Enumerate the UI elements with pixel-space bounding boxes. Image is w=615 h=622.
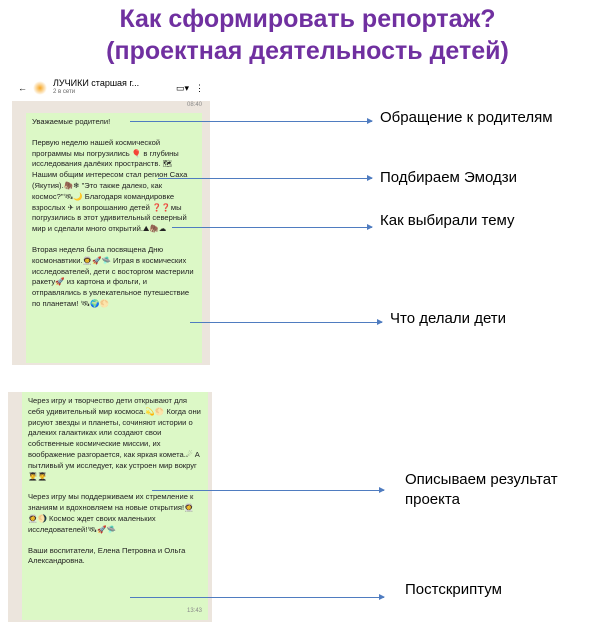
more-vertical-icon[interactable]: ⋮	[195, 82, 204, 93]
chat-screenshot-2: Через игру и творчество дети открывают д…	[8, 392, 212, 622]
arrow-connector	[152, 487, 385, 493]
arrow-connector	[158, 175, 373, 181]
video-camera-icon[interactable]: ▭▾	[175, 82, 189, 93]
page-subtitle: (проектная деятельность детей)	[106, 37, 509, 65]
message-time: 08:40	[186, 102, 202, 108]
message-paragraph: Через игру и творчество дети открывают д…	[28, 396, 201, 481]
arrow-connector	[130, 594, 385, 600]
message-paragraph: Ваши воспитатели, Елена Петровна и Ольга…	[28, 545, 186, 566]
message-bubble-1: Уважаемые родители! Первую неделю нашей …	[26, 113, 202, 363]
chat-status: 2 в сети	[53, 89, 76, 95]
annotation-label: Подбираем Эмодзи	[380, 169, 517, 186]
chat-header: ← ЛУЧИКИ старшая г...2 в сети ▭▾ ⋮	[12, 75, 210, 101]
chat-screenshot-1: ← ЛУЧИКИ старшая г...2 в сети ▭▾ ⋮ 08:40…	[12, 75, 210, 365]
annotation-label: Как выбирали тему	[380, 212, 515, 229]
annotation-label: Описываем результат проекта	[405, 471, 558, 508]
back-arrow-icon[interactable]: ←	[18, 83, 27, 93]
annotation-label: Что делали дети	[390, 310, 507, 327]
message-paragraph: Через игру мы поддерживаем их стремление…	[28, 492, 194, 534]
arrow-connector	[130, 118, 373, 124]
annotation-label: Постскриптум	[405, 581, 502, 598]
message-paragraph: Уважаемые родители!	[32, 117, 111, 126]
message-paragraph: Первую неделю нашей космической программ…	[32, 137, 188, 234]
group-avatar	[33, 81, 47, 95]
message-bubble-2: Через игру и творчество дети открывают д…	[22, 392, 208, 620]
page-title: Как сформировать репортаж?	[119, 5, 496, 33]
annotation-label: Обращение к родителям	[380, 109, 553, 126]
message-paragraph: Вторая неделя была посвящена Дню космона…	[32, 244, 194, 308]
message-time: 13:43	[186, 608, 202, 615]
chat-name: ЛУЧИКИ старшая г...	[53, 78, 140, 88]
arrow-connector	[190, 319, 383, 325]
arrow-connector	[172, 224, 373, 230]
